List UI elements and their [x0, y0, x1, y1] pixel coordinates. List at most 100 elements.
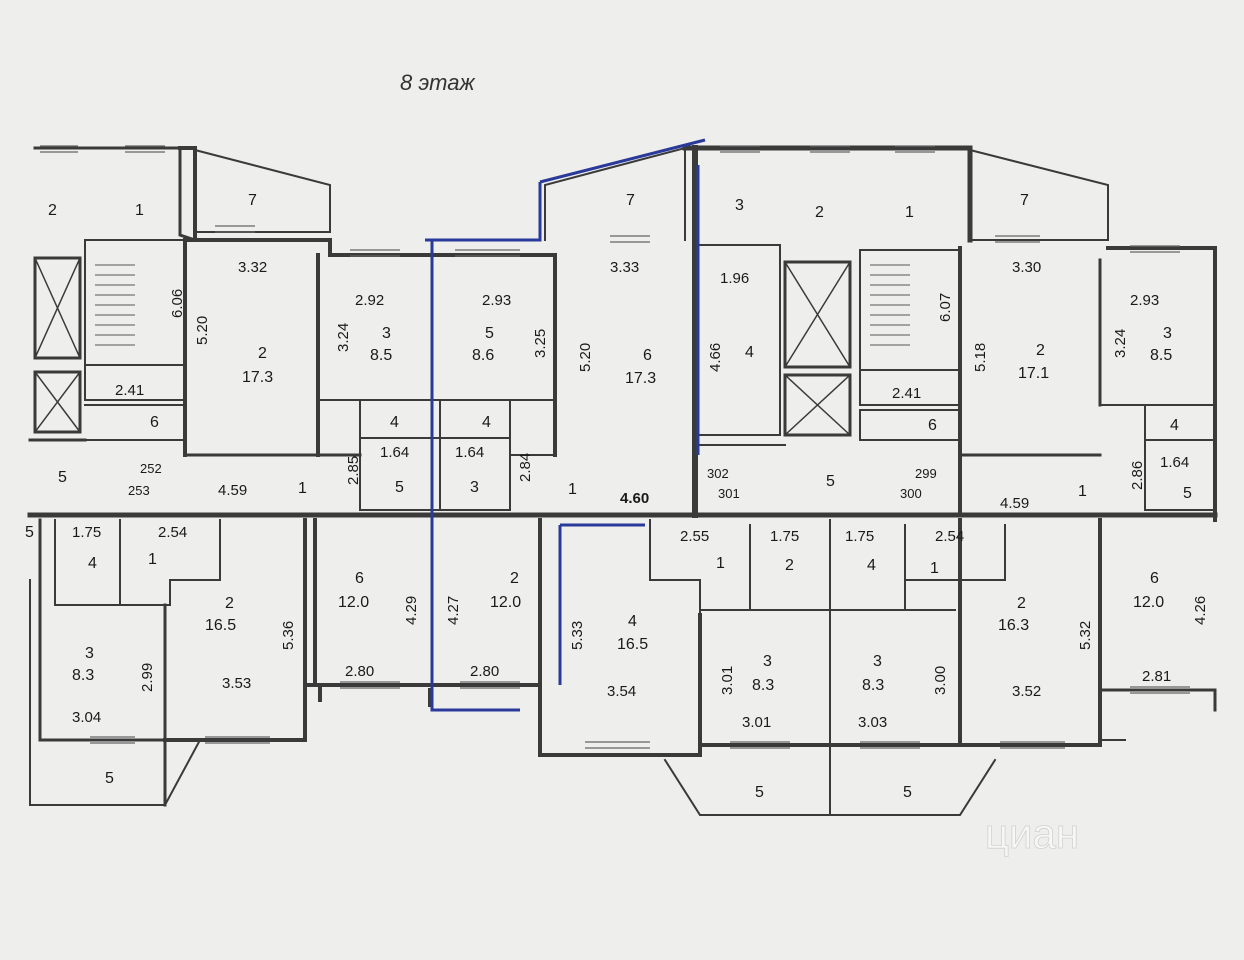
stair-treads — [95, 264, 910, 346]
windows — [40, 145, 1190, 749]
wall-balcony-7-mid — [544, 146, 686, 241]
labels: 2 1 7 7 3 2 1 7 3.32 3.33 1.96 3.30 6.06… — [25, 192, 1209, 801]
wall-central-corridor — [509, 399, 556, 456]
room-2-a: 2 — [258, 345, 267, 362]
room-2-e: 2 — [225, 595, 234, 612]
dim-3-00: 3.00 — [932, 666, 949, 695]
room-4-g: 4 — [628, 613, 637, 630]
room-1-f: 1 — [930, 560, 939, 577]
stair-treads-left — [95, 264, 135, 346]
room-1-b: 1 — [568, 481, 577, 498]
wall-lower-right-a — [958, 518, 1102, 747]
dim-4-60: 4.60 — [620, 490, 649, 507]
label-room-1-top: 1 — [905, 204, 914, 221]
dim-1-64-c: 1.64 — [1160, 454, 1189, 471]
balcony-5-mid: 5 — [755, 784, 764, 801]
num-301: 301 — [718, 486, 740, 501]
elevator-right-2 — [783, 373, 852, 437]
dim-2-41-a: 2.41 — [115, 382, 144, 399]
label-room-2-top: 2 — [815, 204, 824, 221]
room-6-e: 6 — [1150, 570, 1159, 587]
dim-4-59-a: 4.59 — [218, 482, 247, 499]
dim-2-93-b: 2.93 — [1130, 292, 1159, 309]
dim-3-53: 3.53 — [222, 675, 251, 692]
wall-lobby-left-2 — [84, 404, 186, 441]
room-1-e: 1 — [716, 555, 725, 572]
window-5 — [720, 145, 935, 153]
room-3-c: 3 — [470, 479, 479, 496]
elevator-left-2 — [33, 370, 82, 434]
highlight-top — [539, 138, 706, 184]
dim-3-01-b: 3.01 — [742, 714, 771, 731]
window-2 — [215, 225, 255, 233]
label-room-3-top: 3 — [735, 197, 744, 214]
elevator-right-1-x — [783, 260, 852, 369]
area-12-0-c: 12.0 — [1133, 594, 1164, 611]
dim-1-75-b: 1.75 — [770, 528, 799, 545]
room-1-c: 1 — [1078, 483, 1087, 500]
dim-4-26: 4.26 — [1192, 596, 1209, 625]
wall-balcony-7-right — [968, 148, 1109, 241]
dim-2-54-a: 2.54 — [158, 524, 187, 541]
room-2-f: 2 — [510, 570, 519, 587]
dim-3-04: 3.04 — [72, 709, 101, 726]
dim-1-75-a: 1.75 — [72, 524, 101, 541]
room-6-c: 6 — [928, 417, 937, 434]
dim-3-24-a: 3.24 — [335, 323, 352, 352]
bath-row-right — [1144, 404, 1216, 511]
wall-lower-center-corridor — [649, 519, 701, 616]
label-stair-1: 1 — [135, 202, 144, 219]
room-1-d: 1 — [148, 551, 157, 568]
dim-5-32: 5.32 — [1077, 621, 1094, 650]
room-4-f: 4 — [867, 557, 876, 574]
area-17-3-a: 17.3 — [242, 369, 273, 386]
elevator-left-1-x — [34, 257, 81, 359]
dim-4-66: 4.66 — [707, 343, 724, 372]
wall-lower-center — [538, 518, 702, 757]
dim-3-25: 3.25 — [532, 329, 549, 358]
area-8-6: 8.6 — [472, 347, 494, 364]
elevator-left-1 — [33, 256, 82, 360]
area-16-5-a: 16.5 — [205, 617, 236, 634]
room-4-b: 4 — [390, 414, 399, 431]
wall-top-mid — [682, 145, 973, 243]
num-253: 253 — [128, 483, 150, 498]
dim-2-41-b: 2.41 — [892, 385, 921, 402]
num-302: 302 — [707, 466, 729, 481]
area-17-3-b: 17.3 — [625, 370, 656, 387]
window-10 — [585, 741, 790, 749]
area-16-5-b: 16.5 — [617, 636, 648, 653]
dim-5-33: 5.33 — [569, 621, 586, 650]
room-5-b: 5 — [58, 469, 67, 486]
dim-3-52: 3.52 — [1012, 683, 1041, 700]
window-9 — [340, 681, 520, 689]
room-5-a: 5 — [485, 325, 494, 342]
stair-treads-right — [870, 264, 910, 346]
area-8-5-a: 8.5 — [370, 347, 392, 364]
window-1 — [40, 145, 165, 153]
wall-lower-center-mid3 — [904, 524, 1006, 581]
wall-left-column — [178, 146, 197, 242]
area-12-0-b: 12.0 — [490, 594, 521, 611]
wall-lower-left-split — [54, 519, 221, 606]
dim-3-32: 3.32 — [238, 259, 267, 276]
dim-2-80-a: 2.80 — [345, 663, 374, 680]
dim-1-64-b: 1.64 — [455, 444, 484, 461]
wall-lower-center-mid — [699, 519, 831, 816]
window-8 — [90, 736, 270, 744]
num-252: 252 — [140, 461, 162, 476]
label-balcony-7-left: 7 — [248, 192, 257, 209]
wall-lower-left-outer — [38, 518, 167, 807]
room-5-c: 5 — [395, 479, 404, 496]
wall-lower-mid-left — [313, 518, 432, 687]
wall-lobby-right — [694, 244, 781, 436]
dim-2-86: 2.86 — [1129, 461, 1146, 490]
dim-5-20-b: 5.20 — [577, 343, 594, 372]
highlight-outline — [425, 138, 706, 712]
dim-6-07: 6.07 — [937, 293, 954, 322]
window-12 — [1130, 686, 1190, 694]
room-4-a: 4 — [745, 344, 754, 361]
dim-4-59-b: 4.59 — [1000, 495, 1029, 512]
